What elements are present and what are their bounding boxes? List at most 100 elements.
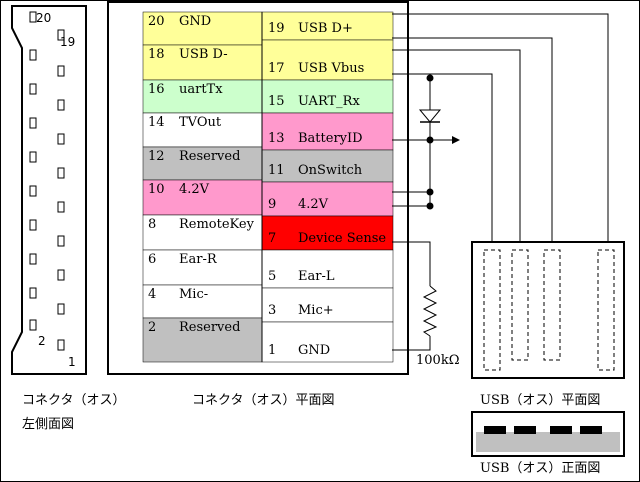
- right-pin-number: 11: [268, 163, 285, 178]
- right-pin-number: 7: [268, 231, 276, 246]
- right-pin-name: Device Sense: [298, 231, 386, 246]
- left-pin-cell: [142, 284, 263, 319]
- right-pin-cell: [261, 149, 394, 183]
- left-pin-name: USB D-: [179, 47, 228, 62]
- right-pin-cell: [261, 11, 394, 41]
- right-pin-number: 1: [268, 343, 276, 358]
- side-pin-slot: [29, 253, 37, 265]
- right-pin-name: 4.2V: [298, 197, 329, 212]
- left-pin-cell: [142, 249, 263, 286]
- usb-front-tongue: [476, 432, 620, 452]
- left-pin-number: 14: [148, 115, 165, 130]
- right-pin-cell: [261, 321, 394, 363]
- left-pin-number: 10: [148, 182, 165, 197]
- left-pin-cell: [142, 112, 263, 148]
- left-pin-cell: [142, 179, 263, 216]
- resistor-value: 100kΩ: [416, 353, 459, 368]
- side-view-caption: コネクタ（オス）: [22, 393, 125, 408]
- left-pin-name: Reserved: [179, 320, 240, 335]
- side-view-outline: [11, 5, 87, 375]
- right-pin-name: OnSwitch: [298, 163, 363, 178]
- side-pin-slot: [57, 29, 65, 41]
- right-pin-number: 3: [268, 303, 276, 318]
- right-pin-number: 15: [268, 94, 285, 109]
- side-pin-slot: [29, 319, 37, 331]
- right-pin-name: BatteryID: [298, 131, 363, 146]
- side-pin-slot: [29, 49, 37, 61]
- usb-plan-caption: USB（オス）平面図: [480, 393, 600, 408]
- usb-front-contacts: [484, 426, 602, 434]
- side-pin-slot: [29, 151, 37, 163]
- right-pin-number: 5: [268, 269, 276, 284]
- plan-view-caption: コネクタ（オス）平面図: [192, 393, 334, 408]
- wiring: [392, 13, 609, 351]
- side-view-pins: [29, 11, 65, 351]
- left-pin-number: 2: [148, 320, 156, 335]
- usb-plan-frame: [471, 241, 625, 379]
- right-pin-number: 9: [268, 197, 276, 212]
- left-pin-name: uartTx: [179, 82, 223, 97]
- side-pin-slot: [57, 99, 65, 111]
- side-pin-slot: [29, 219, 37, 231]
- right-pin-number: 17: [268, 61, 285, 76]
- left-pin-number: 8: [148, 217, 156, 232]
- left-pin-cell: [142, 11, 263, 46]
- right-pin-cell: [261, 181, 394, 217]
- usb-contacts: [483, 249, 615, 371]
- side-pin-slot: [29, 117, 37, 129]
- left-pin-name: Reserved: [179, 149, 240, 164]
- right-pin-cell: [261, 39, 394, 81]
- arrow-head-icon: [452, 136, 460, 144]
- left-pin-number: 18: [148, 47, 165, 62]
- right-pin-cell: [261, 112, 394, 151]
- side-pin-19-label: 19: [60, 35, 75, 49]
- right-pin-name: Mic+: [298, 303, 334, 318]
- left-pin-number: 6: [148, 252, 156, 267]
- side-pin-2-label: 2: [38, 334, 46, 348]
- left-pin-name: TVOut: [179, 115, 222, 130]
- side-pin-slot: [29, 11, 37, 23]
- left-pin-number: 16: [148, 82, 165, 97]
- left-pin-name: GND: [179, 14, 211, 29]
- side-pin-1-label: 1: [68, 355, 76, 369]
- right-pin-name: GND: [298, 343, 330, 358]
- diode-icon: [418, 109, 442, 123]
- left-pin-name: RemoteKey: [179, 217, 255, 232]
- left-pin-cell: [142, 146, 263, 181]
- side-pin-slot: [57, 269, 65, 281]
- right-pin-name: Ear-L: [298, 269, 335, 284]
- left-pin-number: 20: [148, 14, 165, 29]
- right-pin-name: UART_Rx: [298, 94, 360, 109]
- junction-dots: [426, 74, 434, 210]
- side-pin-slot: [57, 339, 65, 351]
- side-pin-slot: [57, 65, 65, 77]
- side-pin-slot: [57, 303, 65, 315]
- right-pin-number: 13: [268, 131, 285, 146]
- resistor-icon: [422, 285, 438, 337]
- right-pin-number: 19: [268, 21, 285, 36]
- right-pin-cell: [261, 287, 394, 323]
- right-pin-name: USB Vbus: [298, 61, 364, 76]
- side-pin-slot: [29, 287, 37, 299]
- right-pin-cell: [261, 249, 394, 289]
- side-view-caption-2: 左側面図: [22, 417, 74, 432]
- left-pin-number: 4: [148, 287, 156, 302]
- side-pin-20-label: 20: [36, 11, 51, 25]
- left-pin-name: Ear-R: [179, 252, 218, 267]
- side-pin-slot: [57, 167, 65, 179]
- left-pin-name: 4.2V: [179, 182, 210, 197]
- left-pin-cell: [142, 79, 263, 114]
- left-pin-number: 12: [148, 149, 165, 164]
- right-pin-name: USB D+: [298, 21, 353, 36]
- side-pin-slot: [57, 235, 65, 247]
- usb-front-caption: USB（オス）正面図: [480, 461, 600, 476]
- side-pin-slot: [29, 185, 37, 197]
- left-pin-cell: [142, 214, 263, 251]
- side-pin-slot: [57, 201, 65, 213]
- left-pin-cell: [142, 317, 263, 363]
- side-pin-slot: [29, 83, 37, 95]
- right-pin-cell: [261, 79, 394, 114]
- side-pin-slot: [57, 133, 65, 145]
